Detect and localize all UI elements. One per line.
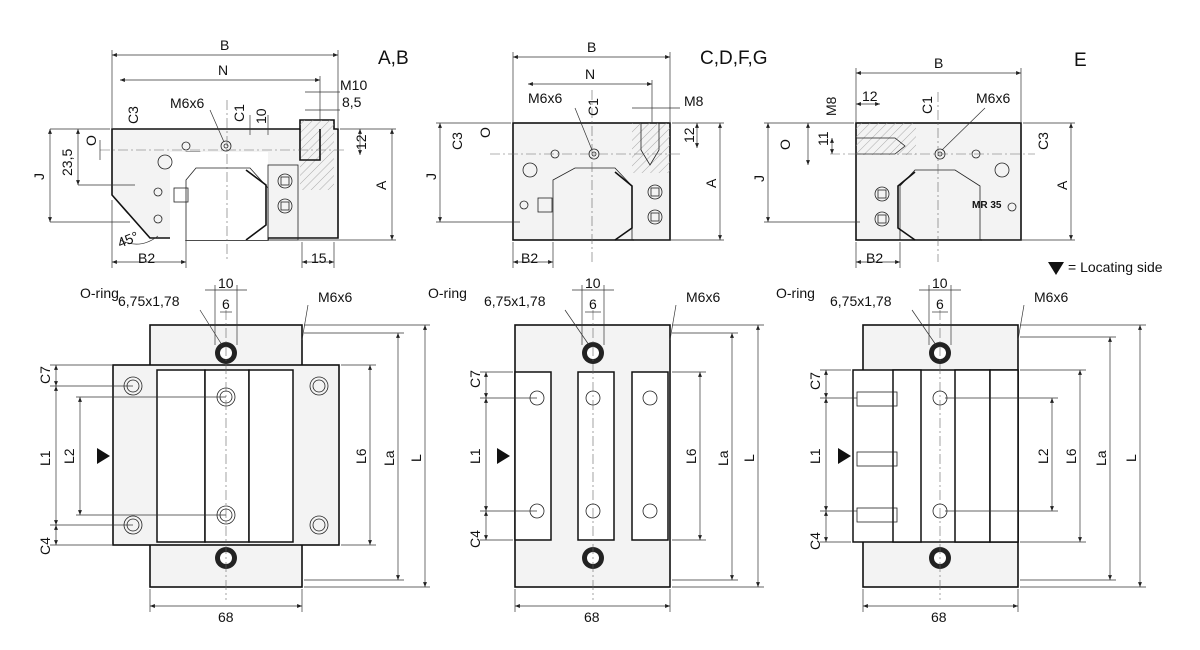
dim-b2-cdfg: B2 <box>521 250 538 266</box>
dim-b-cdfg: B <box>587 39 596 55</box>
dim-l1-cdfg: L1 <box>467 448 483 464</box>
dim-12-cdfg: 12 <box>681 127 697 143</box>
dim-l6-ab: L6 <box>353 448 369 464</box>
dim-c7-e: C7 <box>807 372 823 390</box>
dim-n-ab: N <box>218 62 228 78</box>
dim-j-e: J <box>751 175 767 182</box>
dim-o-cdfg: O <box>477 127 493 138</box>
label-ab: A,B <box>378 48 409 69</box>
dim-11-e: 11 <box>815 131 831 146</box>
dim-n-cdfg: N <box>585 66 595 82</box>
dim-12-ab: 12 <box>353 134 369 150</box>
dim-l2-ab: L2 <box>61 448 77 464</box>
dim-m6x6-cdfg: M6x6 <box>528 90 562 106</box>
dim-j-ab: J <box>31 173 47 180</box>
dims-ab <box>48 50 396 268</box>
dim-45-ab: 45° <box>115 228 141 251</box>
dim-c7-ab: C7 <box>37 366 53 384</box>
legend-text: = Locating side <box>1068 259 1163 275</box>
oring-label-cdfg: O-ring <box>428 285 467 301</box>
oring-label-ab: O-ring <box>80 285 119 301</box>
dim-23-5-ab: 23,5 <box>59 149 75 176</box>
dim-b-ab: B <box>220 37 229 53</box>
dim-o-e: O <box>777 139 793 150</box>
dim-m8-cdfg: M8 <box>684 93 704 109</box>
dim-10-ab: 10 <box>253 108 269 124</box>
locating-side-icon <box>1048 262 1064 275</box>
dim-c1-cdfg: C1 <box>585 98 601 116</box>
dim-m6x6-plan-e: M6x6 <box>1034 289 1068 305</box>
dim-m10-ab: M10 <box>340 77 367 93</box>
dim-c4-cdfg: C4 <box>467 530 483 548</box>
plan-dims-e <box>820 285 1146 612</box>
dim-l6-e: L6 <box>1063 448 1079 464</box>
dim-10-plan-cdfg: 10 <box>585 275 601 291</box>
dim-c3-cdfg: C3 <box>449 132 465 150</box>
dim-j-cdfg: J <box>423 173 439 180</box>
dim-68-cdfg: 68 <box>584 609 600 625</box>
dim-la-e: La <box>1093 450 1109 466</box>
front-view-ab <box>100 100 345 262</box>
dim-c7-cdfg: C7 <box>467 370 483 388</box>
dims-cdfg <box>436 52 724 268</box>
dim-a-ab: A <box>373 180 389 190</box>
dim-6-plan-cdfg: 6 <box>589 296 597 312</box>
dim-m6x6-plan-cdfg: M6x6 <box>686 289 720 305</box>
dim-m8-e: M8 <box>823 96 839 116</box>
oring-size-e: 6,75x1,78 <box>830 293 892 309</box>
dim-68-e: 68 <box>931 609 947 625</box>
dim-b-e: B <box>934 55 943 71</box>
front-view-cdfg <box>490 90 680 262</box>
dim-la-cdfg: La <box>715 450 731 466</box>
dim-a-cdfg: A <box>703 178 719 188</box>
dim-la-ab: La <box>381 450 397 466</box>
plan-view-ab <box>97 310 340 600</box>
plan-view-cdfg <box>497 310 671 600</box>
dim-l1-e: L1 <box>807 448 823 464</box>
dim-m6x6-e: M6x6 <box>976 90 1010 106</box>
front-view-e <box>830 92 1035 262</box>
dim-l-ab: L <box>408 454 424 462</box>
dim-l-e: L <box>1123 454 1139 462</box>
dim-l2-e: L2 <box>1035 448 1051 464</box>
dim-o-ab: O <box>83 135 99 146</box>
marking-e: MR 35 <box>972 200 1002 211</box>
oring-size-ab: 6,75x1,78 <box>118 293 180 309</box>
dim-m6x6-ab: M6x6 <box>170 95 204 111</box>
dim-a-e: A <box>1054 180 1070 190</box>
dims-e <box>764 68 1075 268</box>
dim-b2-ab: B2 <box>138 250 155 266</box>
plan-dims-cdfg <box>480 285 764 612</box>
plan-dims-ab <box>50 285 430 612</box>
label-e: E <box>1074 50 1087 71</box>
dim-c1-e: C1 <box>919 96 935 114</box>
dim-10-plan-ab: 10 <box>218 275 234 291</box>
dim-b2-e: B2 <box>866 250 883 266</box>
dim-c4-e: C4 <box>807 532 823 550</box>
oring-size-cdfg: 6,75x1,78 <box>484 293 546 309</box>
dim-68-ab: 68 <box>218 609 234 625</box>
dim-6-plan-e: 6 <box>936 296 944 312</box>
dim-10-plan-e: 10 <box>932 275 948 291</box>
dim-l-cdfg: L <box>741 454 757 462</box>
dim-c3-e: C3 <box>1035 132 1051 150</box>
dim-c3-ab: C3 <box>125 106 141 124</box>
oring-label-e: O-ring <box>776 285 815 301</box>
dim-l1-ab: L1 <box>37 450 53 466</box>
dim-15-ab: 15 <box>311 250 327 266</box>
label-cdfg: C,D,F,G <box>700 48 768 69</box>
dim-6-plan-ab: 6 <box>222 296 230 312</box>
plan-view-e <box>838 310 1019 600</box>
dim-m6x6-plan-ab: M6x6 <box>318 289 352 305</box>
dim-c1-ab: C1 <box>231 104 247 122</box>
dim-12-e: 12 <box>862 88 878 104</box>
dim-l6-cdfg: L6 <box>683 448 699 464</box>
dim-8-5-ab: 8,5 <box>342 94 362 110</box>
dim-c4-ab: C4 <box>37 537 53 555</box>
